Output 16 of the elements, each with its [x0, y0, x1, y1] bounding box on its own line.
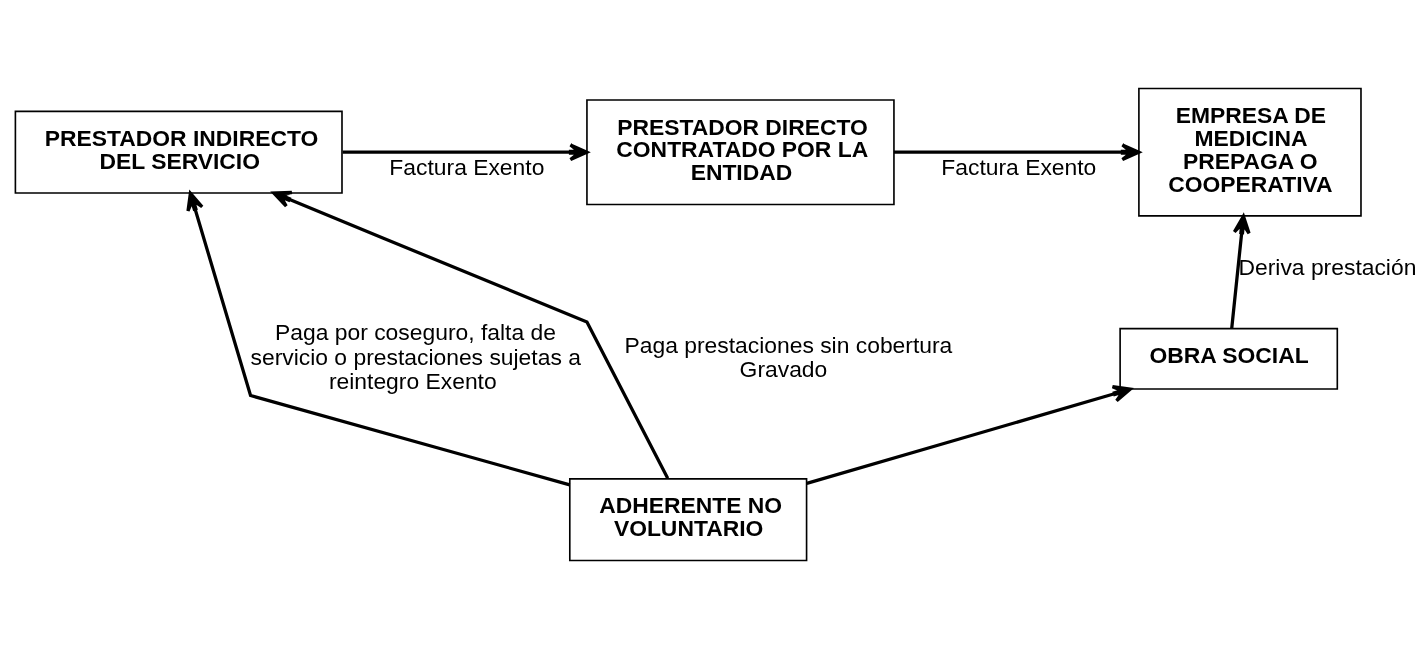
- edge-label: Factura Exento: [941, 154, 1097, 181]
- node-box: OBRA SOCIAL: [1119, 327, 1339, 390]
- arrow: [186, 191, 571, 487]
- arrow: [272, 190, 670, 480]
- arrow: [806, 385, 1132, 485]
- arrow: [342, 143, 589, 162]
- arrow: [1230, 214, 1251, 329]
- edge-label: Deriva prestación: [1238, 254, 1417, 281]
- arrow: [894, 143, 1141, 162]
- edge-label: Paga prestaciones sin cobertura Gravado: [624, 331, 953, 383]
- node-box: PRESTADOR INDIRECTO DEL SERVICIO: [14, 110, 343, 194]
- edge-label: Factura Exento: [389, 154, 545, 181]
- node-box: ADHERENTE NO VOLUNTARIO: [569, 478, 808, 562]
- node-box: PRESTADOR DIRECTO CONTRATADO POR LA ENTIDAD: [586, 99, 895, 206]
- node-box: EMPRESA DE MEDICINA PREPAGA O COOPERATIVA: [1138, 87, 1362, 217]
- edge-label: Paga por coseguro, falta de servicio o prestaciones sujetas a reintegro Exento: [250, 319, 581, 395]
